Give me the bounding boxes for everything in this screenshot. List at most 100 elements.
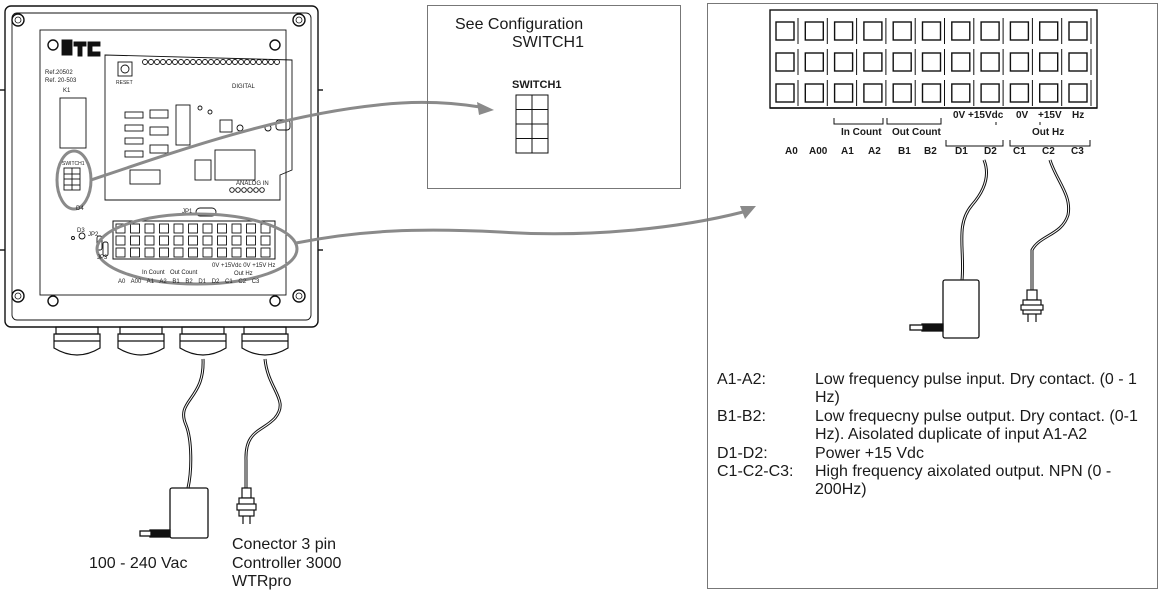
description-term: A1-A2: bbox=[717, 371, 766, 388]
pcb bbox=[59, 39, 293, 257]
terminal-label-c2: C2 bbox=[1042, 146, 1055, 157]
terminal-screw bbox=[1009, 83, 1030, 103]
terminal-screw bbox=[980, 83, 1000, 103]
small-terminal-screw bbox=[217, 247, 227, 258]
small-terminal-screw bbox=[144, 223, 155, 234]
terminal-screw bbox=[951, 21, 971, 41]
cables bbox=[182, 358, 282, 489]
small-terminal-screw bbox=[188, 247, 198, 258]
connector-label-line3: WTRpro bbox=[232, 573, 292, 590]
terminal-screw bbox=[775, 21, 795, 41]
small-terminal-screw bbox=[188, 235, 198, 246]
small-terminal-screw bbox=[246, 247, 256, 258]
terminal-screw bbox=[892, 83, 912, 103]
enc-out-hz-label: Out Hz bbox=[234, 271, 253, 277]
terminal-screw bbox=[863, 83, 883, 103]
small-terminal-screw bbox=[188, 223, 198, 234]
terminal-screw bbox=[804, 52, 824, 72]
small-terminal-screw bbox=[130, 235, 140, 246]
config-title-line1: See Configuration bbox=[455, 16, 584, 33]
switch1-board-label: SWITCH1 bbox=[62, 161, 85, 167]
terminal-detail-panel bbox=[707, 3, 1158, 589]
terminal-screw bbox=[804, 21, 824, 41]
small-terminal-screw bbox=[231, 235, 242, 246]
small-terminal-screw bbox=[115, 235, 126, 246]
terminal-screw bbox=[951, 83, 971, 103]
ref-label-1: Ref.20502 bbox=[45, 70, 73, 76]
terminal-screw bbox=[921, 83, 942, 103]
small-terminal-screw bbox=[130, 247, 140, 258]
terminal-screw bbox=[921, 52, 942, 72]
description-text: Power +15 Vdc bbox=[815, 444, 924, 462]
jp1-label: JP1 bbox=[182, 209, 193, 215]
small-terminal-screw bbox=[144, 235, 155, 246]
out-count-label: Out Count bbox=[892, 127, 941, 138]
v0-label-b: 0V bbox=[1016, 110, 1029, 121]
small-terminal-screw bbox=[202, 223, 213, 234]
terminal-screw bbox=[1009, 52, 1030, 72]
terminal-label-a0: A0 bbox=[785, 146, 798, 157]
terminal-screw bbox=[775, 83, 795, 103]
terminal-screw bbox=[951, 52, 971, 72]
terminal-screw bbox=[980, 21, 1000, 41]
terminal-label-a1: A1 bbox=[841, 146, 854, 157]
small-terminal-screw bbox=[231, 223, 242, 234]
switch1-label: SWITCH1 bbox=[512, 79, 562, 91]
terminal-screw bbox=[921, 21, 942, 41]
small-terminal-screw bbox=[217, 223, 227, 234]
hz-label: Hz bbox=[1072, 110, 1085, 121]
terminal-label-a2: A2 bbox=[868, 146, 881, 157]
terminal-label-c1: C1 bbox=[1013, 146, 1026, 157]
right-cables bbox=[960, 159, 1071, 290]
description-text: Low frequency pulse input. Dry contact. … bbox=[815, 371, 1137, 407]
d3-label: D3 bbox=[77, 228, 85, 234]
terminal-screw bbox=[1038, 52, 1059, 72]
terminal-screw bbox=[833, 83, 854, 103]
ref-label-2: Ref. 20-503 bbox=[45, 78, 77, 84]
small-terminal-screw bbox=[115, 247, 126, 258]
terminal-screw bbox=[980, 52, 1000, 72]
jp3-label: JP3 bbox=[97, 255, 108, 261]
config-title-line2: SWITCH1 bbox=[512, 34, 584, 51]
terminal-screw bbox=[892, 21, 912, 41]
enc-terminal-names: A0 A00 A1 A2 B1 B2 D1 D2 C1 C2 C3 bbox=[118, 279, 260, 285]
small-terminal-screw bbox=[246, 235, 256, 246]
small-terminal-screw bbox=[159, 247, 169, 258]
out-hz-label: Out Hz bbox=[1032, 127, 1065, 138]
connector-3pin-icon bbox=[236, 487, 257, 524]
terminal-screw bbox=[892, 52, 912, 72]
in-count-label: In Count bbox=[841, 127, 882, 138]
terminal-screw bbox=[1038, 21, 1059, 41]
description-row: C1-C2-C3: High frequency aixolated output… bbox=[717, 463, 1157, 500]
cable-glands bbox=[53, 326, 289, 356]
v15-label: +15V bbox=[1038, 110, 1062, 121]
description-row: D1-D2: Power +15 Vdc bbox=[717, 445, 1157, 463]
analog-in-label: ANALOG IN bbox=[236, 181, 269, 187]
small-terminal-screw bbox=[173, 235, 184, 246]
enc-out-count-label: Out Count bbox=[170, 270, 198, 276]
terminal-label-d2: D2 bbox=[984, 146, 997, 157]
enc-voltage-label: 0V +15Vdc 0V +15V Hz bbox=[212, 263, 276, 269]
small-terminal-screw bbox=[202, 247, 213, 258]
enclosure-terminal-block bbox=[112, 220, 276, 260]
terminal-label-c3: C3 bbox=[1071, 146, 1084, 157]
small-terminal-screw bbox=[202, 235, 213, 246]
terminal-label-b1: B1 bbox=[898, 146, 911, 157]
description-term: C1-C2-C3: bbox=[717, 463, 794, 481]
small-terminal-screw bbox=[130, 223, 140, 234]
k1-label: K1 bbox=[63, 88, 71, 94]
v0-label-a: 0V bbox=[953, 110, 966, 121]
terminal-screw bbox=[833, 52, 854, 72]
connector-right-icon bbox=[1020, 289, 1044, 322]
description-row: B1-B2:Low frequecny pulse output. Dry co… bbox=[717, 408, 1157, 445]
digital-label: DIGITAL bbox=[232, 84, 255, 90]
description-term: D1-D2: bbox=[717, 444, 768, 462]
small-terminal-screw bbox=[173, 247, 184, 258]
small-terminal-screw bbox=[260, 235, 271, 246]
d4-label: D4 bbox=[76, 206, 84, 212]
terminal-screw bbox=[1068, 83, 1088, 103]
terminal-description-list: A1-A2: Low frequency pulse input. Dry con… bbox=[717, 371, 1157, 500]
terminal-screw bbox=[1009, 21, 1030, 41]
description-text: High frequency aixolated output. NPN (0 … bbox=[815, 463, 1112, 499]
connector-label-line2: Controller 3000 bbox=[232, 555, 342, 572]
